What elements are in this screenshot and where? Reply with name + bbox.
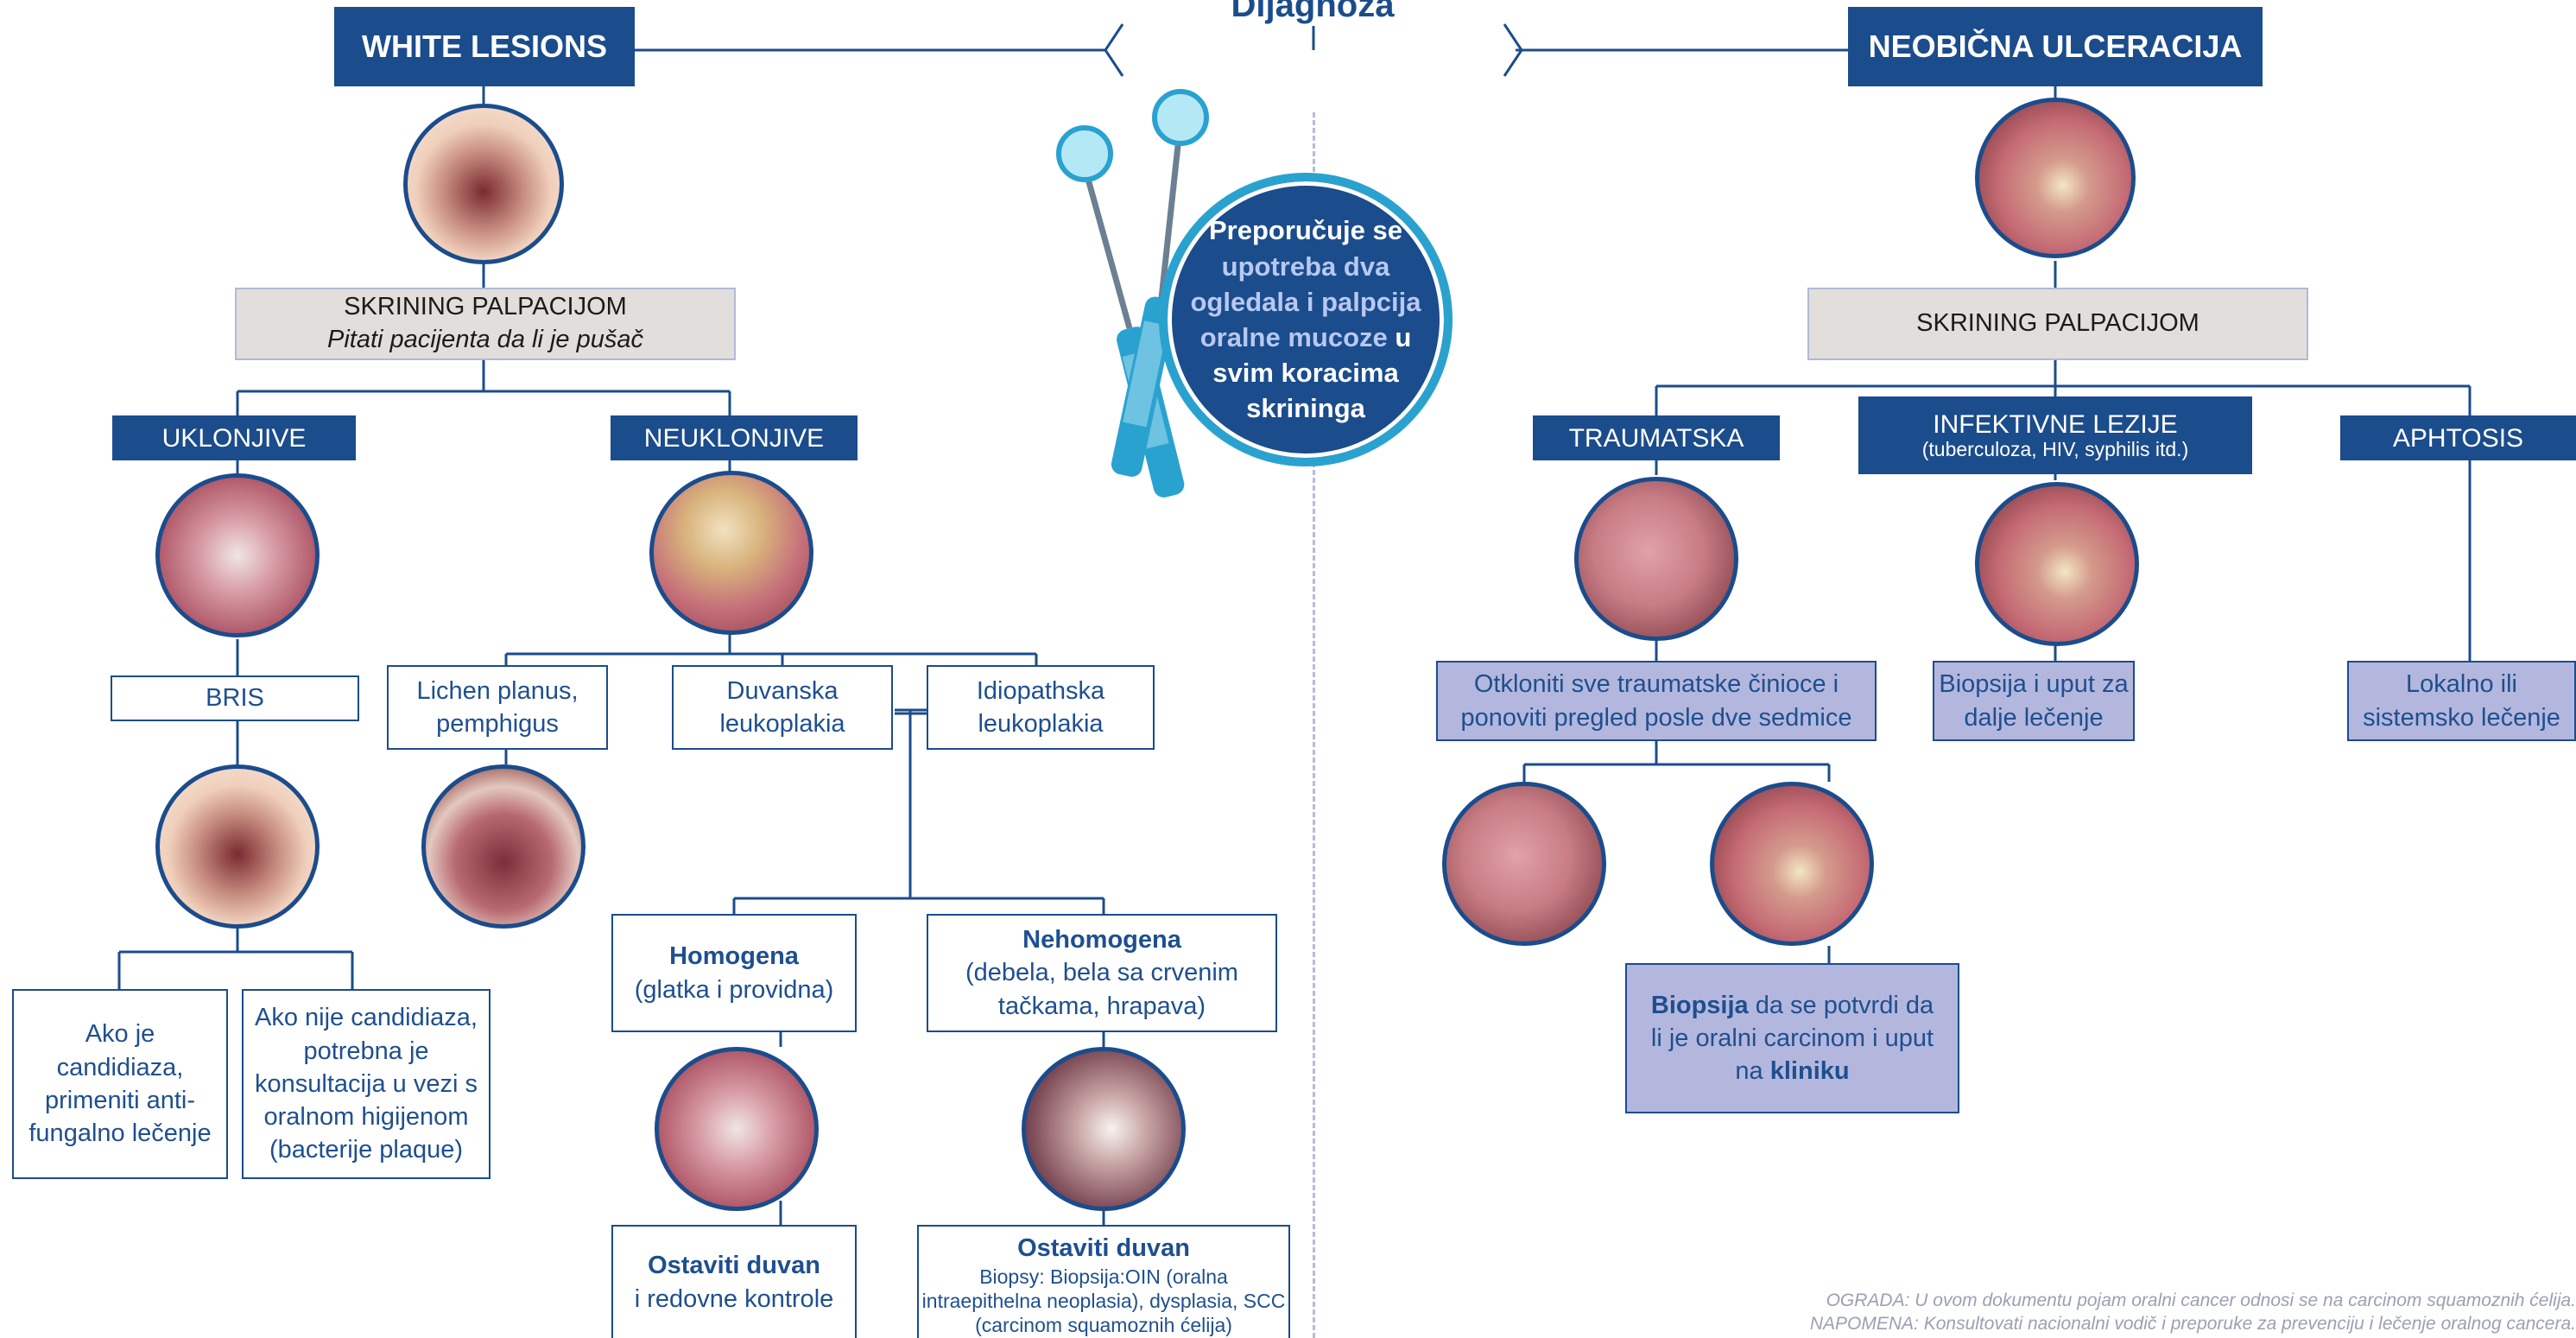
- infective-label: INFEKTIVNE LEZIJE: [1933, 410, 2177, 439]
- homogeneous-title: Homogena: [669, 940, 799, 973]
- stop-tobacco-box-1: Ostaviti duvan i redovne kontrole: [611, 1225, 857, 1338]
- removable-lesion-photo: [155, 473, 320, 637]
- candidiasis-box: Ako je candidiaza, primeniti anti-fungal…: [12, 989, 228, 1179]
- screening-box-left: SKRINING PALPACIJOM Pitati pacijenta da …: [235, 288, 736, 360]
- infective-note: (tuberculoza, HIV, syphilis itd.): [1922, 439, 2189, 460]
- white-lesion-photo: [403, 104, 564, 264]
- recommendation-highlight: upotreba dva ogledala i palpcija oralne …: [1190, 251, 1421, 352]
- nonhomogeneous-desc: (debela, bela sa crvenim tačkama, hrapav…: [946, 956, 1258, 1023]
- footer-disclaimer: OGRADA: U ovom dokumentu pojam oralni ca…: [1641, 1289, 2576, 1312]
- biopsy-clinic-text: Biopsija da se potvrdi da li je oralni c…: [1642, 989, 1942, 1088]
- infective-action-box: Biopsija i uput za dalje lečenje: [1933, 661, 2135, 741]
- stop-tobacco-box-2: Ostaviti duvan Biopsy: Biopsija:OIN (ora…: [917, 1225, 1290, 1338]
- ulceration-photo: [1975, 98, 2136, 258]
- idiopathic-leukoplakia-box: Idiopathska leukoplakia: [927, 665, 1155, 750]
- swab-photo: [155, 764, 320, 929]
- screening-note: Pitati pacijenta da li je pušač: [327, 324, 643, 357]
- nonhomogeneous-box: Nehomogena (debela, bela sa crvenim tačk…: [927, 914, 1277, 1032]
- traumatic-photo: [1574, 477, 1738, 641]
- aphthosis-action-box: Lokalno ili sistemsko lečenje: [2347, 661, 2576, 741]
- recommendation-text: Preporučuje se upotreba dva ogledala i p…: [1185, 212, 1427, 426]
- screening-label: SKRINING PALPACIJOM: [344, 291, 627, 324]
- homogeneous-desc: (glatka i providna): [635, 973, 834, 1006]
- footer-notes: OGRADA: U ovom dokumentu pojam oralni ca…: [1641, 1289, 2576, 1336]
- homogeneous-photo: [655, 1047, 819, 1211]
- lichen-planus-photo: [421, 764, 585, 929]
- tobacco-leukoplakia-box: Duvanska leukoplakia: [672, 665, 893, 750]
- infective-photo: [1975, 482, 2139, 646]
- screening-box-right: SKRINING PALPACIJOM: [1807, 288, 2308, 360]
- stop-tobacco-title-1: Ostaviti duvan: [648, 1249, 820, 1282]
- stop-tobacco-title-2: Ostaviti duvan: [1017, 1232, 1190, 1265]
- removable-tag: UKLONJIVE: [112, 415, 356, 460]
- nonhomogeneous-title: Nehomogena: [1022, 923, 1181, 956]
- lichen-planus-box: Lichen planus, pemphigus: [387, 665, 608, 750]
- footer-note: NAPOMENA: Konsultovati nacionalni vodič …: [1641, 1312, 2576, 1335]
- white-lesions-header: WHITE LESIONS: [334, 7, 635, 86]
- nonremovable-tag: NEUKLONJIVE: [611, 415, 858, 460]
- trauma-action-box: Otkloniti sve traumatske činioce i ponov…: [1436, 661, 1877, 741]
- biopsy-details: Biopsy: Biopsija:OIN (oralna intraepithe…: [919, 1265, 1288, 1337]
- traumatic-tag: TRAUMATSKA: [1533, 415, 1780, 460]
- nonremovable-lesion-photo: [649, 471, 813, 635]
- page-title: Dijagnoza: [1140, 0, 1485, 25]
- persistent-lesion-photo: [1710, 782, 1874, 946]
- non-candidiasis-box: Ako nije candidiaza, potrebna je konsult…: [242, 989, 491, 1179]
- biopsy-clinic: kliniku: [1770, 1057, 1850, 1085]
- homogeneous-box: Homogena (glatka i providna): [611, 914, 857, 1032]
- swab-box: BRIS: [111, 675, 359, 721]
- stop-tobacco-note-1: i redovne kontrole: [635, 1283, 834, 1316]
- infective-tag: INFEKTIVNE LEZIJE (tuberculoza, HIV, syp…: [1858, 396, 2252, 474]
- biopsy-bold: Biopsija: [1651, 992, 1749, 1019]
- recommendation-circle: Preporučuje se upotreba dva ogledala i p…: [1159, 173, 1453, 466]
- aphthosis-tag: APHTOSIS: [2340, 415, 2576, 460]
- biopsy-clinic-box: Biopsija da se potvrdi da li je oralni c…: [1625, 963, 1959, 1113]
- healed-lesion-photo: [1442, 782, 1606, 946]
- recommendation-pre: Preporučuje se: [1209, 215, 1402, 245]
- nonhomogeneous-photo: [1022, 1047, 1186, 1211]
- unusual-ulceration-header: NEOBIČNA ULCERACIJA: [1848, 7, 2263, 86]
